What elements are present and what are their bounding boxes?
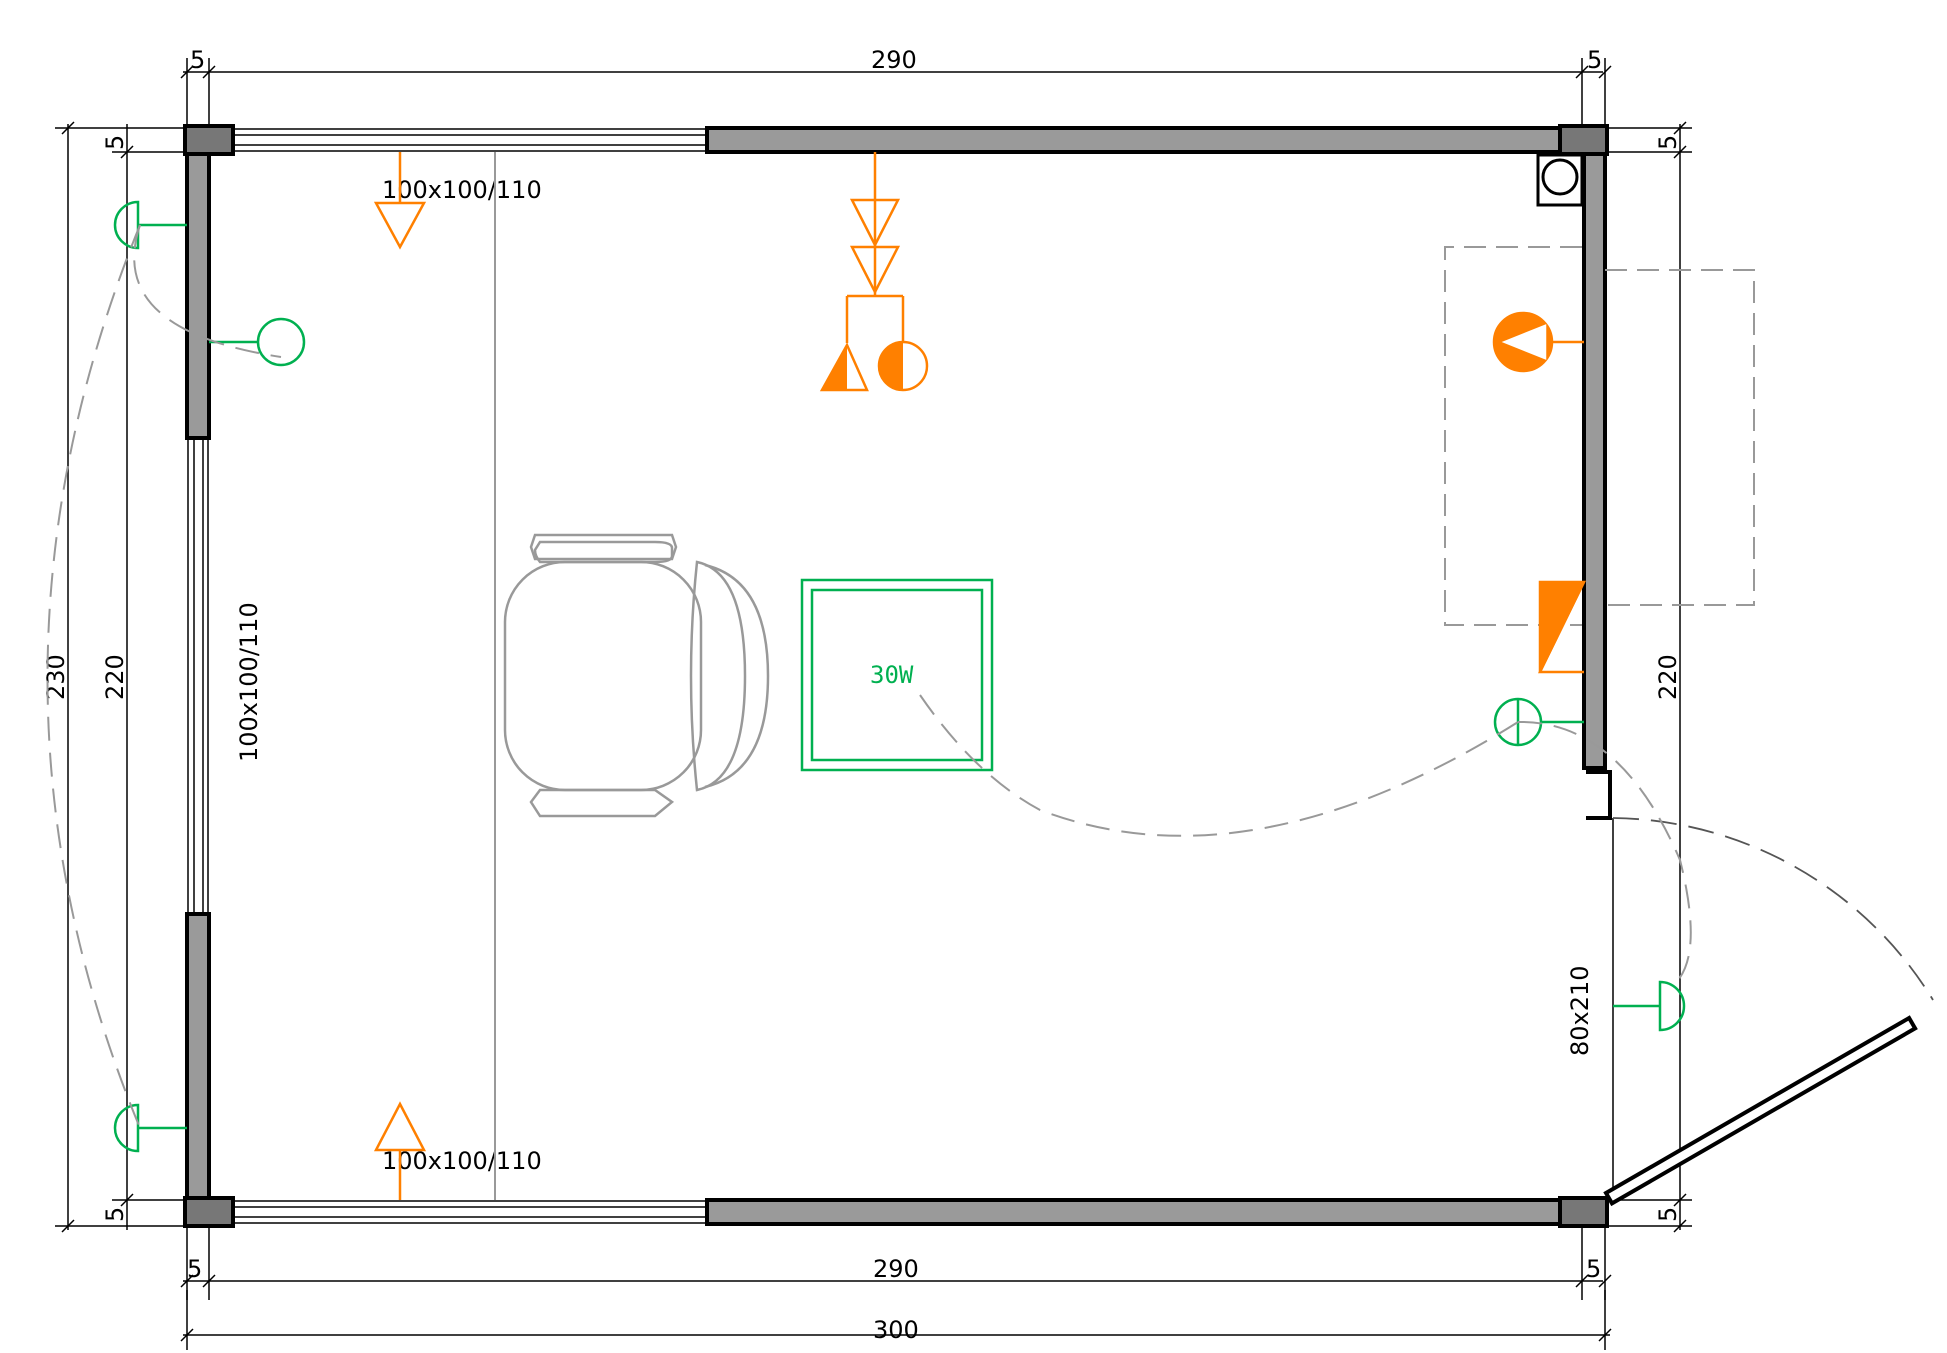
triangle-down-icon bbox=[849, 198, 901, 248]
triangle-down-icon bbox=[373, 201, 427, 250]
dim-left-outer-height: 230 bbox=[42, 654, 70, 700]
dim-total-width: 300 bbox=[873, 1316, 919, 1344]
window-top-label: 100x100/110 bbox=[382, 176, 542, 204]
electrical bbox=[373, 152, 1587, 1200]
dim-left-inner-height: 220 bbox=[101, 654, 129, 700]
lamp-power-label: 30W bbox=[870, 661, 914, 689]
door-jamb bbox=[1586, 770, 1612, 820]
window-left bbox=[187, 438, 209, 914]
dimension-lines bbox=[55, 58, 1692, 1350]
dim-right-bottom-offset: 5 bbox=[1654, 1207, 1682, 1222]
appliance-area bbox=[1444, 246, 1755, 626]
door-leaf bbox=[1603, 1015, 1918, 1207]
walls bbox=[183, 124, 1609, 1228]
door-swing-arc bbox=[1612, 817, 1934, 1001]
triangle-down-icon bbox=[849, 245, 901, 295]
window-left-label: 100x100/110 bbox=[235, 602, 263, 762]
triangle-up-icon bbox=[373, 1101, 427, 1152]
dim-top-inner-width: 290 bbox=[871, 46, 917, 74]
dim-right-top-offset: 5 bbox=[1654, 135, 1682, 150]
switch-wiring bbox=[46, 224, 1692, 1129]
corner-post-top-left bbox=[183, 124, 235, 156]
dim-bottom-left-offset: 5 bbox=[187, 1255, 202, 1283]
circle-outlet-icon bbox=[256, 317, 306, 367]
corner-post-bottom-left bbox=[183, 1196, 235, 1228]
semicircle-switch-icon bbox=[113, 1103, 140, 1153]
wall-left-lower bbox=[185, 912, 211, 1226]
lighting bbox=[113, 200, 1686, 1153]
semicircle-switch-icon bbox=[1658, 980, 1686, 1032]
window-bottom-label: 100x100/110 bbox=[382, 1147, 542, 1175]
dim-left-bottom-offset: 5 bbox=[101, 1207, 129, 1222]
dim-top-left-offset: 5 bbox=[190, 46, 205, 74]
wall-bottom bbox=[705, 1198, 1607, 1226]
window-top bbox=[233, 128, 707, 152]
office-chair-icon bbox=[503, 533, 770, 818]
wall-right bbox=[1582, 126, 1607, 770]
corner-post-top-right bbox=[1558, 124, 1609, 156]
wall-top bbox=[705, 126, 1607, 154]
wall-left-upper bbox=[185, 126, 211, 440]
windows bbox=[187, 128, 707, 1224]
dim-left-top-offset: 5 bbox=[101, 135, 129, 150]
door-label: 80x210 bbox=[1566, 965, 1594, 1056]
corner-post-bottom-right bbox=[1558, 1196, 1609, 1228]
door bbox=[1603, 817, 1934, 1207]
window-bottom bbox=[233, 1200, 707, 1224]
water-heater bbox=[1536, 153, 1584, 207]
square-lamp-icon bbox=[800, 578, 994, 772]
dim-bottom-inner-width: 290 bbox=[873, 1255, 919, 1283]
dim-right-inner-height: 220 bbox=[1654, 654, 1682, 700]
dim-top-right-offset: 5 bbox=[1587, 46, 1602, 74]
circle-tank-icon bbox=[1541, 158, 1579, 196]
dim-bottom-right-offset: 5 bbox=[1586, 1255, 1601, 1283]
